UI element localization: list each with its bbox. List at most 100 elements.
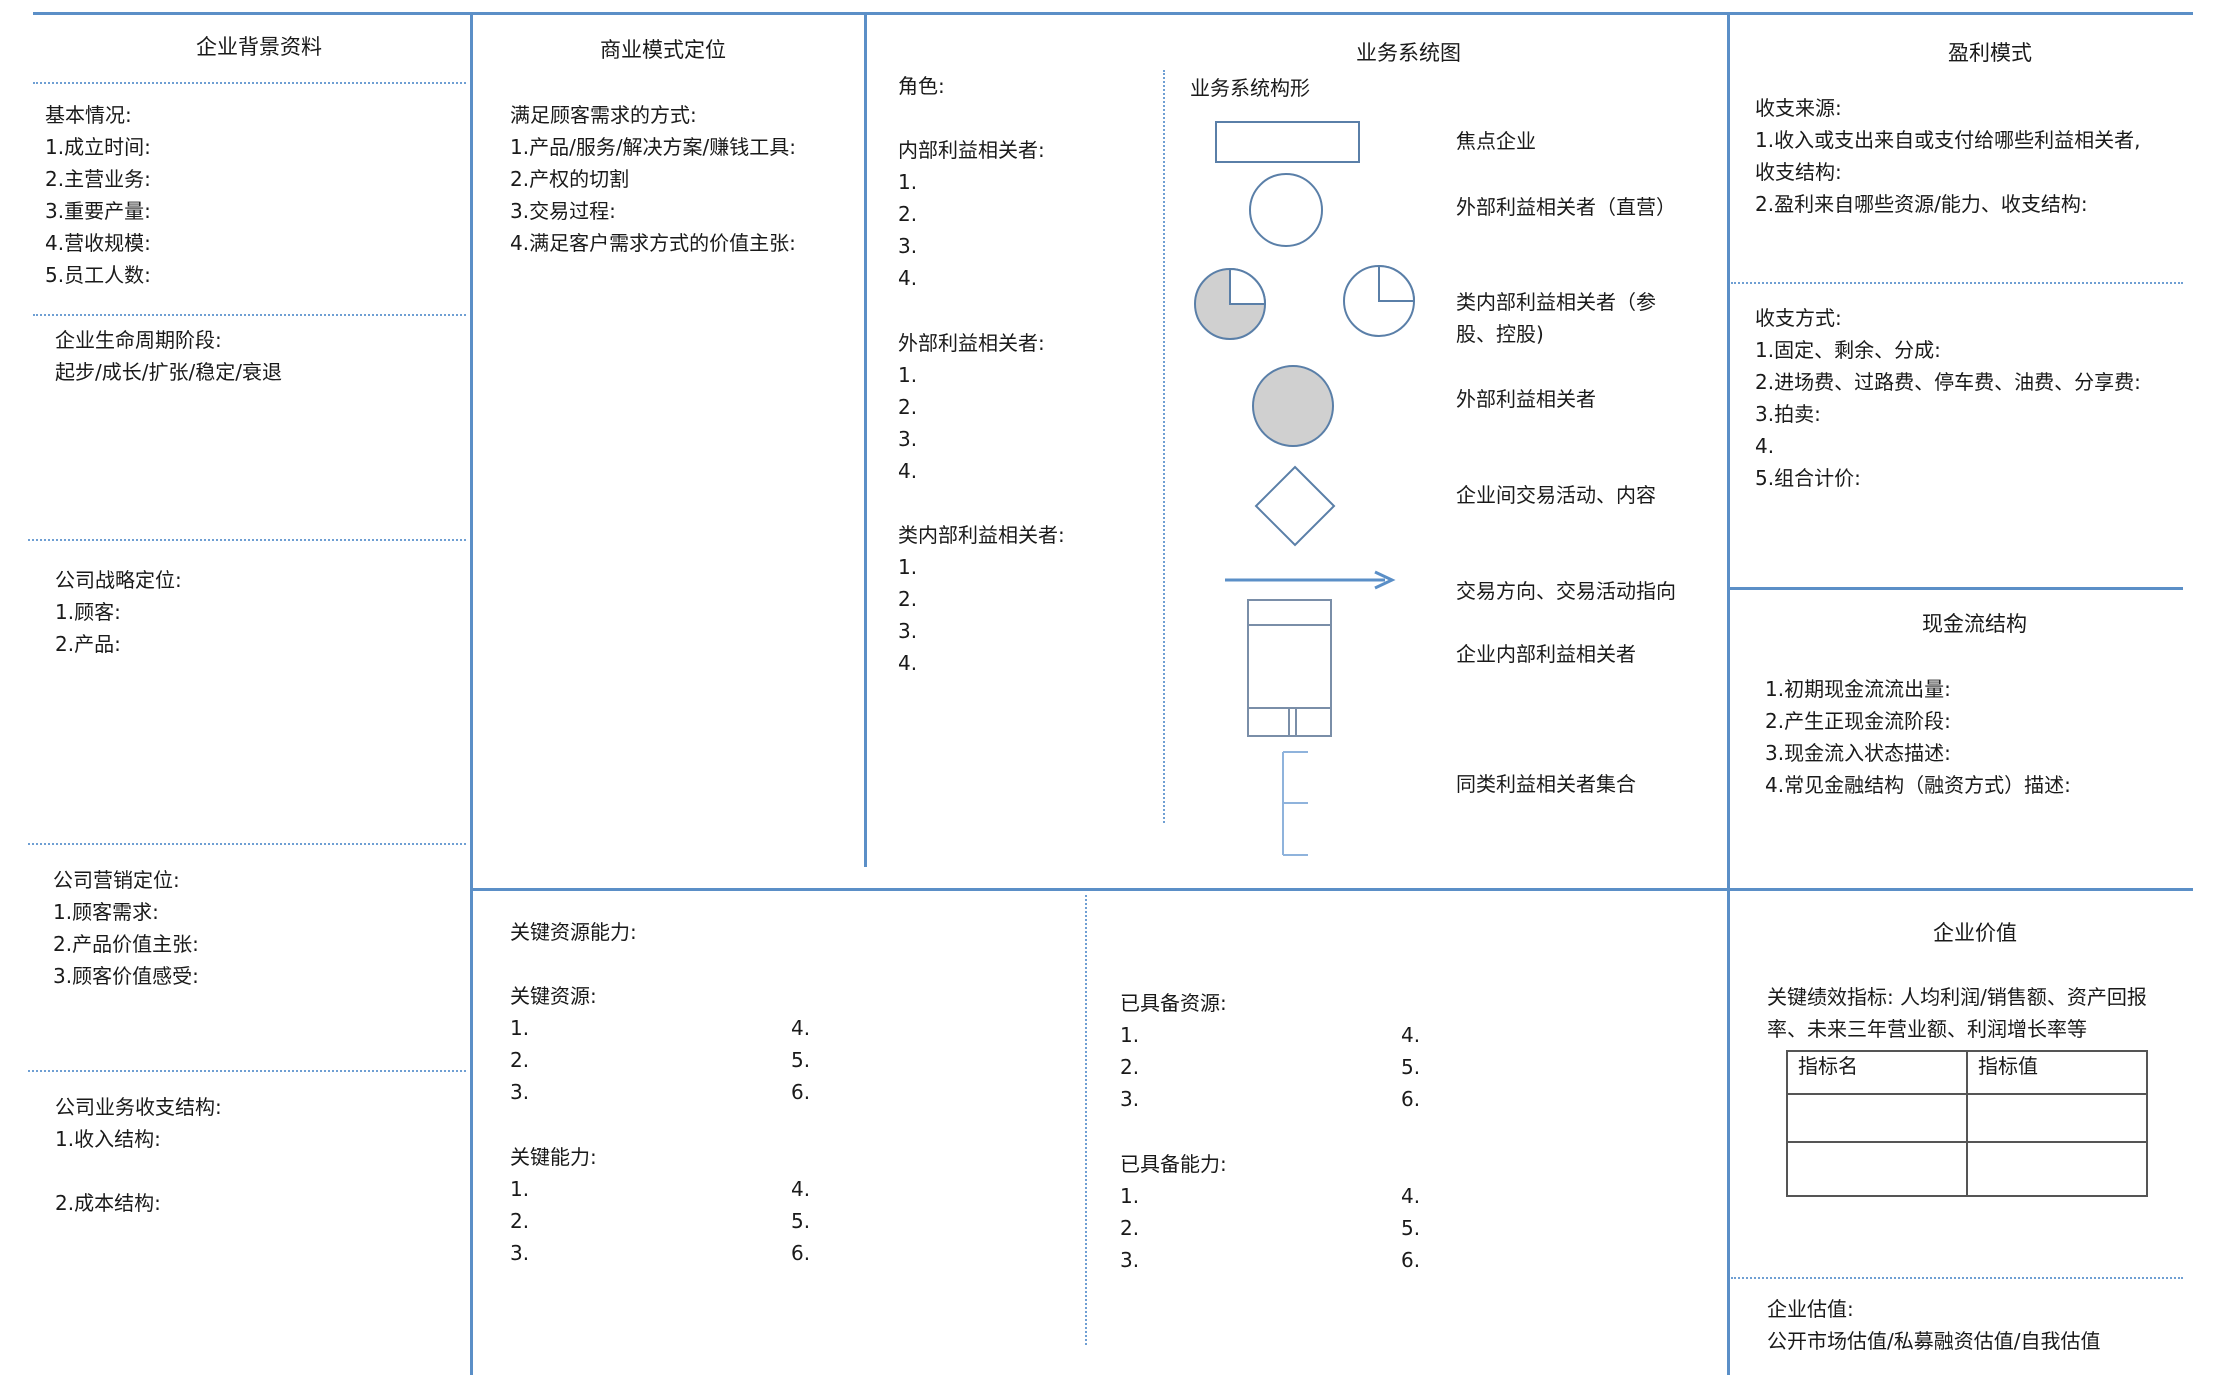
method-item-5: 5.组合计价: — [1755, 466, 1861, 490]
existing-cap-6: 6. — [1401, 1248, 1421, 1272]
quasi-num-3: 3. — [898, 619, 918, 643]
key-cap-4: 4. — [791, 1177, 811, 1201]
key-abilities-list-a: 1. 2. 3. — [510, 1173, 529, 1269]
basic-item-2: 2.主营业务: — [45, 167, 151, 191]
key-resources-head: 关键资源: — [510, 984, 597, 1008]
table-row — [1786, 1093, 2148, 1143]
internal-list: 1. 2. 3. 4. — [898, 166, 917, 294]
basic-item-4: 4.营收规模: — [45, 231, 151, 255]
existing-cap-4: 4. — [1401, 1184, 1421, 1208]
quasi-head: 类内部利益相关者: — [898, 523, 1065, 547]
basic-item-1: 1.成立时间: — [45, 135, 151, 159]
kpi-cell[interactable] — [1966, 1141, 2148, 1197]
external-num-3: 3. — [898, 427, 918, 451]
direction-arrow-shape — [1225, 570, 1396, 590]
kpi-cell[interactable] — [1966, 1093, 2148, 1143]
existing-abilities-list-b: 4. 5. 6. — [1401, 1180, 1420, 1276]
quasi-num-2: 2. — [898, 587, 918, 611]
existing-res-4: 4. — [1401, 1023, 1421, 1047]
kpi-cell[interactable] — [1786, 1093, 1968, 1143]
demand-item-1: 1.产品/服务/解决方案/赚钱工具: — [510, 135, 797, 159]
demand-item-2: 2.产权的切割 — [510, 167, 630, 191]
col3-sep — [1163, 70, 1165, 823]
col4-sep-2 — [1731, 1277, 2183, 1279]
external-num-2: 2. — [898, 395, 918, 419]
external-num-4: 4. — [898, 459, 918, 483]
key-abilities-head: 关键能力: — [510, 1145, 597, 1169]
business-model-title: 商业模式定位 — [600, 38, 726, 62]
cash-item-2: 2.产生正现金流阶段: — [1765, 709, 1951, 733]
key-abilities-list-b: 4. 5. 6. — [791, 1173, 810, 1269]
existing-cap-1: 1. — [1120, 1184, 1140, 1208]
existing-res-6: 6. — [1401, 1087, 1421, 1111]
existing-res-3: 3. — [1120, 1087, 1140, 1111]
structure-head: 收支结构: — [1755, 160, 1842, 184]
internal-box-shape — [1247, 599, 1332, 737]
key-cap-3: 3. — [510, 1241, 530, 1265]
key-cap-5: 5. — [791, 1209, 811, 1233]
key-resources-list-b: 4. 5. 6. — [791, 1012, 810, 1108]
finance-cost: 2.成本结构: — [55, 1191, 161, 1215]
valuation-head: 企业估值: — [1767, 1297, 1854, 1321]
table-row — [1786, 1141, 2148, 1197]
method-item-1: 1.固定、剩余、分成: — [1755, 338, 1941, 362]
external-head: 外部利益相关者: — [898, 331, 1045, 355]
top-border — [33, 12, 2193, 15]
divider-col2 — [864, 12, 867, 867]
kpi-desc-1: 关键绩效指标: 人均利润/销售额、资产回报 — [1767, 985, 2147, 1009]
key-res-2: 2. — [510, 1048, 530, 1072]
col1-sep-5 — [28, 1070, 466, 1072]
ext-filled-circle-shape — [1252, 365, 1334, 447]
cash-flow-title: 现金流结构 — [1922, 612, 2027, 636]
method-item-4: 4. — [1755, 434, 1775, 458]
method-head: 收支方式: — [1755, 306, 1842, 330]
existing-resources-head: 已具备资源: — [1120, 991, 1227, 1015]
kpi-table: 指标名 指标值 — [1786, 1050, 2148, 1197]
existing-res-2: 2. — [1120, 1055, 1140, 1079]
marketing-item-3: 3.顾客价值感受: — [53, 964, 199, 988]
internal-num-2: 2. — [898, 202, 918, 226]
roles-head: 角色: — [898, 74, 945, 98]
strategy-item-1: 1.顾客: — [55, 600, 121, 624]
source-item-1: 1.收入或支出来自或支付给哪些利益相关者, — [1755, 128, 2141, 152]
marketing-item-1: 1.顾客需求: — [53, 900, 159, 924]
kpi-desc-2: 率、未来三年营业额、利润增长率等 — [1767, 1017, 2087, 1041]
divider-cash — [1727, 587, 2183, 590]
divider-col3 — [1727, 12, 1730, 1375]
col4-sep-1 — [1731, 282, 2183, 284]
cash-item-4: 4.常见金融结构（融资方式）描述: — [1765, 773, 2071, 797]
internal-head: 内部利益相关者: — [898, 138, 1045, 162]
finance-income: 1.收入结构: — [55, 1127, 161, 1151]
existing-res-1: 1. — [1120, 1023, 1140, 1047]
key-cap-1: 1. — [510, 1177, 530, 1201]
key-res-5: 5. — [791, 1048, 811, 1072]
ext-direct-circle-shape — [1249, 173, 1323, 247]
legend-quasi-label-1: 类内部利益相关者（参 — [1456, 290, 1656, 314]
external-list: 1. 2. 3. 4. — [898, 359, 917, 487]
quasi-list: 1. 2. 3. 4. — [898, 551, 917, 679]
key-cap-2: 2. — [510, 1209, 530, 1233]
basic-item-3: 3.重要产量: — [45, 199, 151, 223]
method-item-3: 3.拍卖: — [1755, 402, 1821, 426]
key-capability-head: 关键资源能力: — [510, 920, 637, 944]
quasi-pie-shape-left — [1194, 267, 1267, 340]
strategy-head: 公司战略定位: — [55, 568, 182, 592]
business-system-title: 业务系统图 — [1356, 41, 1461, 65]
internal-num-3: 3. — [898, 234, 918, 258]
legend-shapes — [1194, 121, 1416, 856]
external-num-1: 1. — [898, 363, 918, 387]
col1-sep-3 — [28, 539, 466, 541]
kpi-cell[interactable] — [1786, 1141, 1968, 1197]
valuation-value: 公开市场估值/私募融资估值/自我估值 — [1767, 1329, 2101, 1353]
lifecycle-head: 企业生命周期阶段: — [55, 328, 222, 352]
col1-sep-4 — [28, 843, 466, 845]
shapes-head: 业务系统构形 — [1190, 76, 1310, 100]
basic-info-head: 基本情况: — [45, 103, 132, 127]
strategy-item-2: 2.产品: — [55, 632, 121, 656]
legend-ext-label: 外部利益相关者 — [1456, 387, 1596, 411]
enterprise-value-title: 企业价值 — [1933, 921, 2017, 945]
existing-resources-list-a: 1. 2. 3. — [1120, 1019, 1139, 1115]
cash-item-1: 1.初期现金流流出量: — [1765, 677, 1951, 701]
existing-cap-5: 5. — [1401, 1216, 1421, 1240]
existing-abilities-list-a: 1. 2. 3. — [1120, 1180, 1139, 1276]
